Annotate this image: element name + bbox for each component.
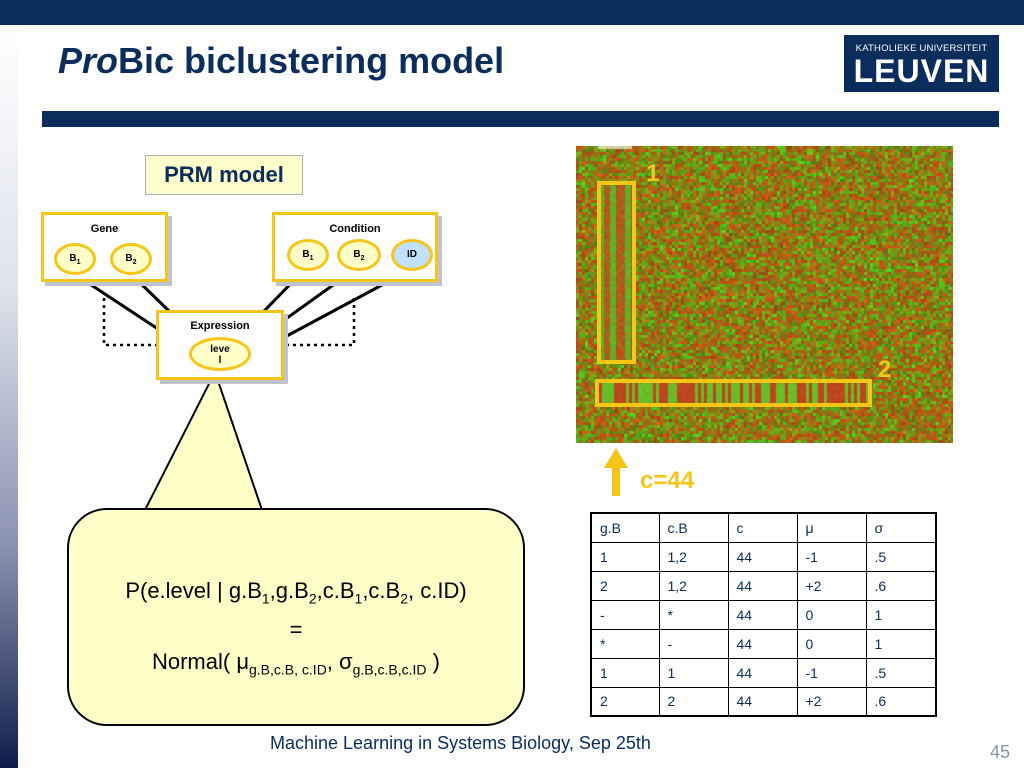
table-cell: -1 — [796, 541, 867, 572]
gene-b2-attr: B2 — [110, 243, 152, 275]
formula-line3: Normal( μg.B,c.B, c.ID, σg.B,c.B,c.ID ) — [151, 649, 440, 678]
table-cell: 44 — [727, 599, 798, 630]
page-number: 45 — [990, 742, 1011, 762]
condition-title: Condition — [329, 223, 381, 235]
table-cell: 2 — [658, 686, 729, 717]
table-cell: * — [658, 599, 729, 630]
formula-bubble — [67, 508, 525, 726]
table-cell: 44 — [727, 686, 798, 717]
table-cell: g.B — [590, 512, 660, 543]
table-cell: - — [658, 628, 729, 659]
logo-line2: LEUVEN — [853, 53, 990, 89]
table-cell: 0 — [796, 599, 867, 630]
condition-44-label: c=44 — [640, 467, 695, 494]
table-cell: 1,2 — [658, 541, 729, 572]
table-cell: 0 — [796, 628, 867, 659]
formula-line1: P(e.level | g.B1,g.B2,c.B1,c.B2, c.ID) — [125, 578, 467, 607]
formula-line2: = — [289, 617, 303, 643]
table-cell: 1,2 — [658, 570, 729, 601]
expression-heatmap — [576, 146, 953, 443]
arrow-up-icon — [604, 448, 628, 496]
table-cell: 1 — [658, 657, 729, 688]
table-cell: 2 — [590, 570, 660, 601]
table-cell: 44 — [727, 541, 798, 572]
table-cell: -1 — [796, 657, 867, 688]
table-cell: - — [590, 599, 660, 630]
footer-text: Machine Learning in Systems Biology, Sep… — [270, 733, 651, 753]
table-cell: 1 — [865, 599, 937, 630]
gene-title: Gene — [90, 223, 119, 235]
condition-id-attr: ID — [391, 239, 433, 271]
bicluster-1-label: 1 — [646, 160, 660, 187]
dotted-link-condition — [284, 298, 356, 347]
table-cell: +2 — [796, 686, 867, 717]
formula-text: P(e.level | g.B1,g.B2,c.B1,c.B2, c.ID) =… — [67, 575, 525, 686]
table-cell: μ — [796, 512, 867, 543]
table-cell: .5 — [865, 541, 937, 572]
expression-title: Expression — [190, 320, 250, 332]
heatmap-canvas — [576, 146, 953, 443]
table-cell: * — [590, 628, 660, 659]
table-cell: .6 — [865, 570, 937, 601]
condition-b1-attr: B1 — [287, 239, 329, 271]
bicluster-2-label: 2 — [878, 356, 892, 383]
prm-model-label: PRM model — [145, 155, 303, 195]
logo-line1: KATHOLIEKE UNIVERSITEIT — [855, 43, 988, 54]
table-cell: 1 — [590, 541, 660, 572]
table-cell: 2 — [590, 686, 660, 717]
table-cell: 44 — [727, 628, 798, 659]
bicluster-2-box — [595, 379, 872, 407]
condition-class-box: Condition B1 B2 ID — [272, 212, 438, 282]
top-banner — [0, 0, 1024, 25]
table-cell: .6 — [865, 686, 937, 717]
title-rule — [42, 111, 999, 127]
condition-b2-attr: B2 — [337, 239, 381, 271]
table-cell: 44 — [727, 570, 798, 601]
kuleuven-logo: KATHOLIEKE UNIVERSITEIT LEUVEN — [844, 35, 999, 92]
bubble-tail — [144, 369, 263, 511]
table-cell: 1 — [590, 657, 660, 688]
left-gradient-bar — [0, 25, 18, 768]
table-cell: σ — [865, 512, 937, 543]
dotted-link-gene — [102, 298, 160, 347]
table-cell: 1 — [865, 628, 937, 659]
table-cell: 44 — [727, 657, 798, 688]
table-cell: c.B — [658, 512, 729, 543]
table-cell: c — [727, 512, 798, 543]
slide-title: ProBic biclustering model — [58, 40, 505, 81]
table-cell: +2 — [796, 570, 867, 601]
gene-b1-attr: B1 — [54, 243, 96, 275]
gene-class-box: Gene B1 B2 — [41, 212, 168, 282]
bicluster-1-box — [597, 181, 636, 364]
table-cell: .5 — [865, 657, 937, 688]
